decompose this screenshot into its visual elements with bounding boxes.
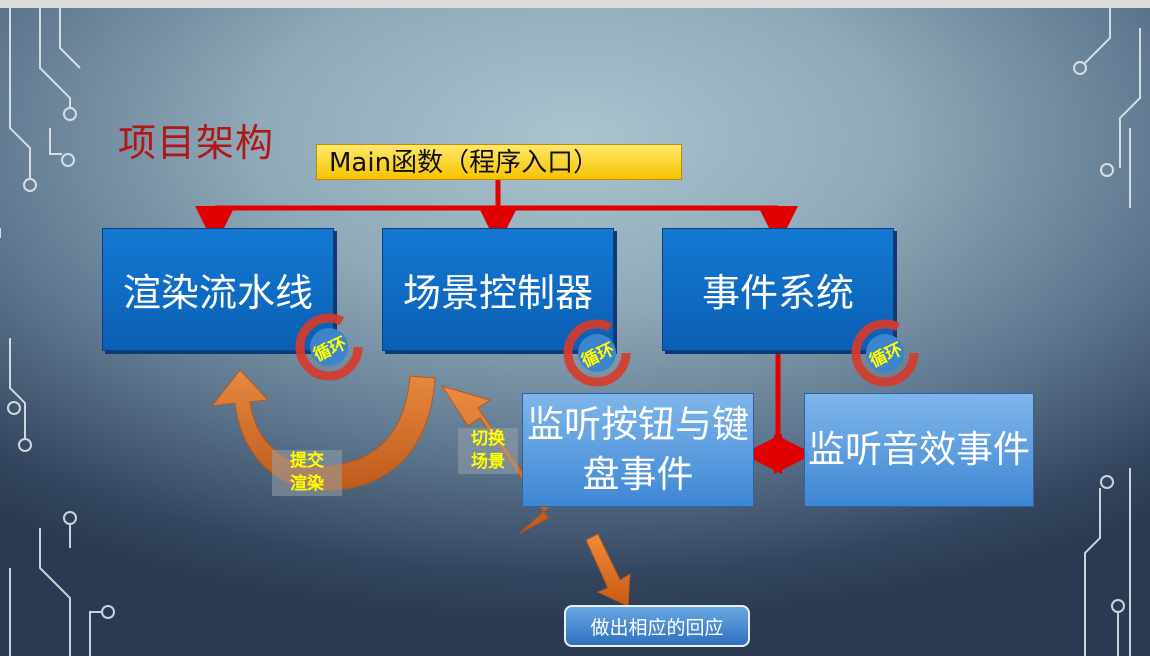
loop-icon	[563, 319, 631, 387]
event-system-box: 事件系统	[662, 228, 894, 351]
loop-icon	[851, 319, 919, 387]
loop-badge-render: 循环	[290, 308, 368, 386]
arrow-switch-scene	[440, 385, 549, 534]
curved-arrow-submit-render	[210, 369, 436, 491]
circuit-decoration	[0, 8, 1141, 656]
switch-scene-label: 切换场景	[458, 428, 518, 474]
loop-icon	[295, 313, 363, 381]
listen-keys-box: 监听按钮与键盘事件	[522, 393, 754, 507]
switch-scene-text: 切换场景	[471, 429, 505, 472]
loop-badge-event: 循环	[846, 314, 924, 392]
response-button: 做出相应的回应	[564, 605, 750, 647]
main-function-box: Main函数（程序入口）	[316, 144, 682, 180]
loop-badge-scene: 循环	[558, 314, 636, 392]
submit-render-text: 提交渲染	[290, 451, 324, 494]
connector-lines	[195, 180, 814, 607]
listen-sound-box: 监听音效事件	[804, 393, 1034, 507]
submit-render-label: 提交渲染	[272, 450, 342, 496]
arrow-to-response	[585, 533, 631, 607]
slide: 项目架构 Main函数（程序入口） 渲染	[0, 8, 1150, 656]
render-pipeline-box: 渲染流水线	[102, 228, 334, 351]
page-title: 项目架构	[118, 121, 275, 165]
